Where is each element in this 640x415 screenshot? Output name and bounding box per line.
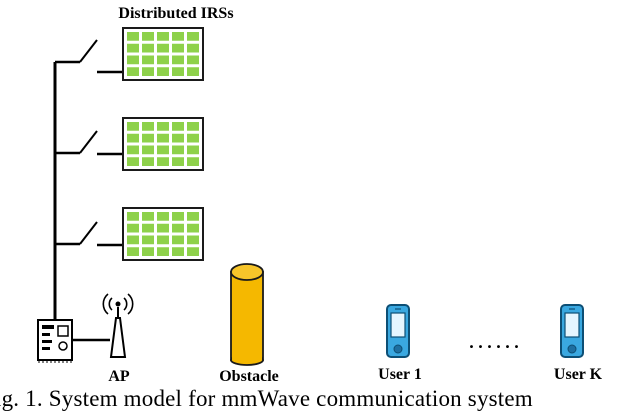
irs-element — [172, 235, 184, 245]
obstacle-cylinder — [230, 263, 264, 366]
irs-element — [157, 223, 169, 233]
userK-label: User K — [554, 366, 603, 383]
irs-element — [127, 122, 139, 131]
irs-element — [127, 235, 139, 245]
irs-element — [187, 122, 199, 131]
irs-element — [157, 133, 169, 143]
irs-element — [127, 223, 139, 233]
switch-2 — [55, 130, 122, 156]
irs-element — [187, 43, 199, 53]
irs-element — [187, 145, 199, 155]
irs-element — [157, 32, 169, 41]
irs-element — [187, 67, 199, 76]
irs-element — [157, 247, 169, 256]
irs-element — [187, 133, 199, 143]
irs-element — [127, 247, 139, 256]
controller-board-icon — [37, 319, 73, 363]
irs-element — [157, 67, 169, 76]
switch-3 — [55, 221, 122, 247]
irs-panel-2 — [122, 117, 204, 171]
irs-element — [187, 55, 199, 65]
user1-label: User 1 — [378, 366, 422, 383]
irs-panel-3 — [122, 207, 204, 261]
irs-element — [127, 133, 139, 143]
irs-element — [187, 235, 199, 245]
irs-element — [187, 32, 199, 41]
irs-element — [157, 43, 169, 53]
phone-icon-userK — [560, 304, 584, 358]
irs-element — [127, 67, 139, 76]
irs-element — [187, 223, 199, 233]
irs-element — [142, 122, 154, 131]
obstacle-label: Obstacle — [219, 368, 279, 385]
irs-element — [172, 157, 184, 166]
irs-element — [157, 145, 169, 155]
irs-element — [157, 235, 169, 245]
irs-element — [142, 235, 154, 245]
switch-1 — [55, 39, 122, 74]
irs-element — [142, 32, 154, 41]
irs-element — [172, 55, 184, 65]
diagram-title: Distributed IRSs — [118, 5, 233, 22]
irs-element — [142, 43, 154, 53]
irs-element — [157, 157, 169, 166]
irs-element — [142, 67, 154, 76]
irs-element — [142, 212, 154, 221]
irs-element — [172, 145, 184, 155]
irs-element — [127, 43, 139, 53]
irs-element — [157, 212, 169, 221]
irs-element — [127, 212, 139, 221]
irs-element — [187, 157, 199, 166]
irs-element — [172, 223, 184, 233]
irs-element — [187, 212, 199, 221]
irs-element — [127, 145, 139, 155]
irs-element — [127, 157, 139, 166]
irs-element — [172, 212, 184, 221]
irs-element — [187, 247, 199, 256]
irs-element — [172, 122, 184, 131]
irs-element — [127, 32, 139, 41]
irs-panel-1 — [122, 27, 204, 81]
phone-icon-user1 — [386, 304, 410, 358]
access-point-icon — [102, 293, 134, 358]
figure-caption: Fig. 1. System model for mmWave communic… — [0, 386, 533, 411]
irs-element — [127, 55, 139, 65]
irs-element — [142, 133, 154, 143]
irs-element — [172, 247, 184, 256]
irs-element — [172, 43, 184, 53]
irs-element — [157, 122, 169, 131]
irs-element — [172, 67, 184, 76]
irs-element — [142, 157, 154, 166]
irs-element — [142, 145, 154, 155]
irs-element — [142, 247, 154, 256]
ap-label: AP — [108, 368, 130, 385]
irs-element — [172, 133, 184, 143]
irs-element — [142, 55, 154, 65]
ellipsis-dots: . . . . . . — [469, 332, 519, 352]
irs-element — [172, 32, 184, 41]
irs-element — [157, 55, 169, 65]
irs-element — [142, 223, 154, 233]
